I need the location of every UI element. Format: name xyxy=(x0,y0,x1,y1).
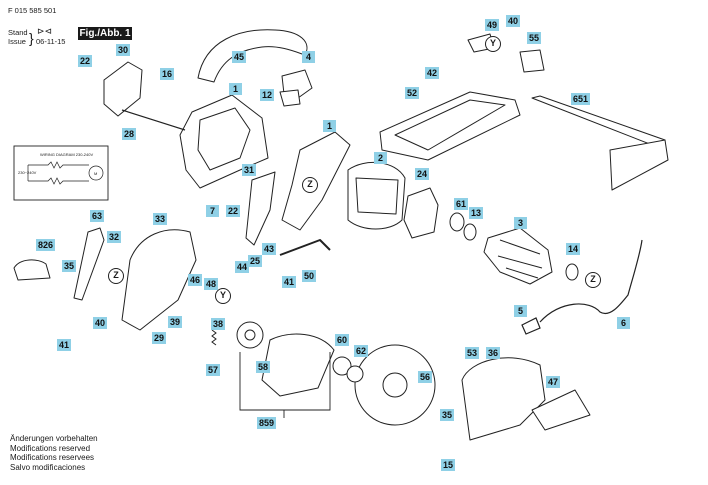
part-label: 36 xyxy=(486,347,501,359)
part-label: 3 xyxy=(514,217,527,229)
part-label: 39 xyxy=(168,316,183,328)
part-label: 7 xyxy=(206,205,219,217)
issue-date: 06-11-15 xyxy=(36,37,66,46)
clip-part xyxy=(245,171,276,246)
wiring-diagram-box xyxy=(13,145,109,201)
reference-marker: Y xyxy=(485,36,501,52)
bearing-part xyxy=(449,212,465,232)
motor-symbol: M xyxy=(94,171,98,176)
part-label: 44 xyxy=(235,261,250,273)
part-label: 40 xyxy=(506,15,521,27)
part-label: 58 xyxy=(256,361,271,373)
reference-marker: Y xyxy=(215,288,231,304)
part-label: 859 xyxy=(257,417,277,429)
part-label: 56 xyxy=(418,371,433,383)
part-label: 38 xyxy=(211,318,226,330)
stand-label: Stand xyxy=(8,28,28,37)
guide-rail-part xyxy=(531,95,666,149)
footer-line: Modifications reservees xyxy=(10,453,95,462)
part-label: 22 xyxy=(78,55,93,67)
lower-guard-part xyxy=(261,333,335,397)
part-label: 61 xyxy=(454,198,469,210)
stand-mark-icon: ⊳⊲ xyxy=(37,26,53,36)
part-label: 62 xyxy=(354,345,369,357)
part-label: 42 xyxy=(425,67,440,79)
part-label: 53 xyxy=(465,347,480,359)
part-label: 28 xyxy=(122,128,137,140)
footer-notes: Änderungen vorbehalten Modifications res… xyxy=(10,434,98,472)
part-label: 29 xyxy=(152,332,167,344)
part-label: 31 xyxy=(242,164,257,176)
part-label: 63 xyxy=(90,210,105,222)
part-label: 30 xyxy=(116,44,131,56)
blade-guard-part xyxy=(121,229,197,331)
part-label: 25 xyxy=(248,255,263,267)
part-label: 40 xyxy=(93,317,108,329)
upper-guard-part xyxy=(461,357,546,441)
part-label: 55 xyxy=(527,32,542,44)
part-label: 52 xyxy=(405,87,420,99)
part-label: 48 xyxy=(204,278,219,290)
brace-icon: } xyxy=(29,30,34,46)
part-label: 49 xyxy=(485,19,500,31)
part-label: 35 xyxy=(440,409,455,421)
part-label: 22 xyxy=(226,205,241,217)
part-label: 12 xyxy=(260,89,275,101)
part-label: 60 xyxy=(335,334,350,346)
part-label: 826 xyxy=(36,239,56,251)
part-label: 32 xyxy=(107,231,122,243)
part-label: 6 xyxy=(617,317,630,329)
wiring-title: WIRING DIAGRAM 230-240V xyxy=(40,152,94,157)
figure-tag: Fig./Abb. 1 xyxy=(78,27,132,40)
knob-part xyxy=(13,259,51,281)
guide-part xyxy=(73,227,105,301)
part-label: 57 xyxy=(206,364,221,376)
wiring-voltage: 230~240V xyxy=(18,170,37,175)
reference-marker: Z xyxy=(302,177,318,193)
part-label: 45 xyxy=(232,51,247,63)
base-plate-part xyxy=(379,91,521,161)
reference-marker: Z xyxy=(585,272,601,288)
part-label: 47 xyxy=(546,376,561,388)
part-label: 46 xyxy=(188,274,203,286)
part-label: 2 xyxy=(374,152,387,164)
fan-part xyxy=(403,187,439,239)
part-label: 651 xyxy=(571,93,591,105)
part-label: 4 xyxy=(302,51,315,63)
footer-line: Änderungen vorbehalten xyxy=(10,434,98,443)
part-label: 1 xyxy=(323,120,336,132)
part-label: 33 xyxy=(153,213,168,225)
part-label: 15 xyxy=(441,459,456,471)
part-label: 41 xyxy=(282,276,297,288)
part-label: 24 xyxy=(415,168,430,180)
part-label: 50 xyxy=(302,270,317,282)
doc-number: F 015 585 501 xyxy=(8,6,57,15)
part-label: 43 xyxy=(262,243,277,255)
reference-marker: Z xyxy=(108,268,124,284)
issue-label: Issue xyxy=(8,37,26,46)
footer-line: Modifications reserved xyxy=(10,443,91,453)
part-label: 14 xyxy=(566,243,581,255)
part-label: 13 xyxy=(469,207,484,219)
end-cap-part xyxy=(103,61,143,117)
part-label: 35 xyxy=(62,260,77,272)
footer-line: Salvo modificaciones xyxy=(10,462,86,472)
part-label: 1 xyxy=(229,83,242,95)
armature-part xyxy=(483,227,553,285)
part-label: 41 xyxy=(57,339,72,351)
part-label: 16 xyxy=(160,68,175,80)
part-label: 5 xyxy=(514,305,527,317)
